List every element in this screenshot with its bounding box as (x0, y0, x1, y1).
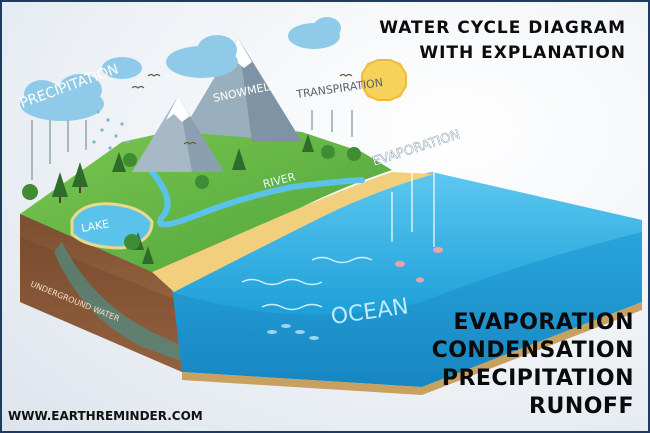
label-evaporation: EVAPORATION (371, 127, 463, 170)
trees (22, 134, 361, 264)
river (149, 169, 365, 228)
evaporation-arrows (391, 142, 435, 247)
clouds (20, 17, 341, 121)
label-lake: LAKE (80, 217, 110, 235)
transpiration-arrows (311, 110, 353, 137)
jellyfish (395, 247, 443, 283)
title-line-1: WATER CYCLE DIAGRAM (379, 18, 626, 38)
mountain-front-shade (178, 96, 224, 172)
precipitation-arrows (31, 120, 87, 180)
rain-drops (92, 110, 130, 150)
fish (267, 324, 319, 340)
sun-icon (361, 59, 407, 101)
process-runoff: RUNOFF (529, 394, 634, 419)
process-evaporation: EVAPORATION (453, 310, 634, 335)
ocean-waves (241, 256, 373, 311)
website-url: WWW.EARTHREMINDER.COM (8, 409, 203, 423)
title-line-2: WITH EXPLANATION (419, 43, 626, 63)
sand-beach (152, 172, 434, 292)
mountain-front-snow (166, 96, 190, 122)
birds (131, 73, 353, 145)
process-condensation: CONDENSATION (431, 338, 634, 363)
underground-water (54, 242, 184, 362)
mountain-back-shade (238, 38, 302, 142)
process-precipitation: PRECIPITATION (441, 366, 634, 391)
